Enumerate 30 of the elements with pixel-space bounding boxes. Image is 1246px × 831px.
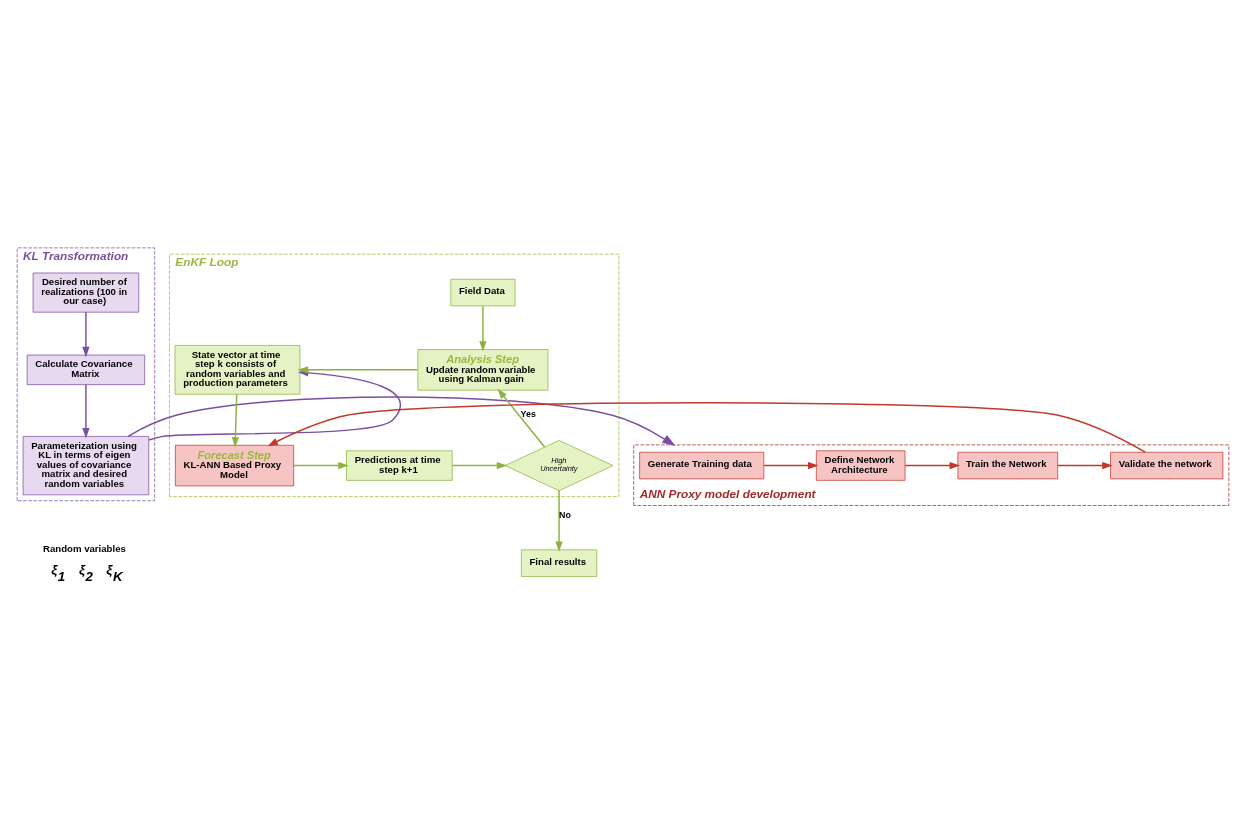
arrow (267, 402, 1146, 453)
node-box: Forecast Step KL-ANN Based Proxy Model (175, 444, 295, 487)
node-box: Generate Training data (639, 451, 765, 480)
label: Random variables (43, 542, 126, 554)
arrow (479, 305, 487, 352)
edge-label: Yes (520, 408, 536, 419)
node-box: Desired number of realizations (100 in our case) (32, 272, 140, 313)
node-box: Analysis Step Update random variable using Kalman gain (417, 349, 549, 391)
node-box: Final results (521, 549, 598, 577)
node-box: Validate the network (1110, 451, 1224, 480)
node-box: Predictions at time step k+1 (346, 450, 453, 481)
arrow (293, 461, 349, 470)
node-diamond: High Uncertainty (504, 440, 614, 492)
arrow (82, 311, 90, 358)
node-box: Train the Network (957, 451, 1059, 480)
arrow (297, 366, 419, 374)
arrow (555, 490, 563, 552)
node-box: Parameterization using KL in terms of eigen values of covariance matrix and desired random variables (22, 436, 150, 496)
arrow (497, 388, 546, 448)
arrow (231, 393, 239, 448)
node-box: Define Network Architecture (815, 450, 906, 481)
arrow (82, 383, 90, 439)
node-box: Field Data (450, 278, 516, 307)
node-box: Calculate Covariance Matrix (26, 354, 146, 385)
arrow (763, 461, 819, 470)
arrow (451, 461, 508, 470)
arrow (1057, 461, 1113, 470)
arrow (127, 396, 676, 447)
node-box: State vector at time step k consists of random variables and production parameters (174, 345, 301, 395)
arrow (904, 461, 960, 470)
